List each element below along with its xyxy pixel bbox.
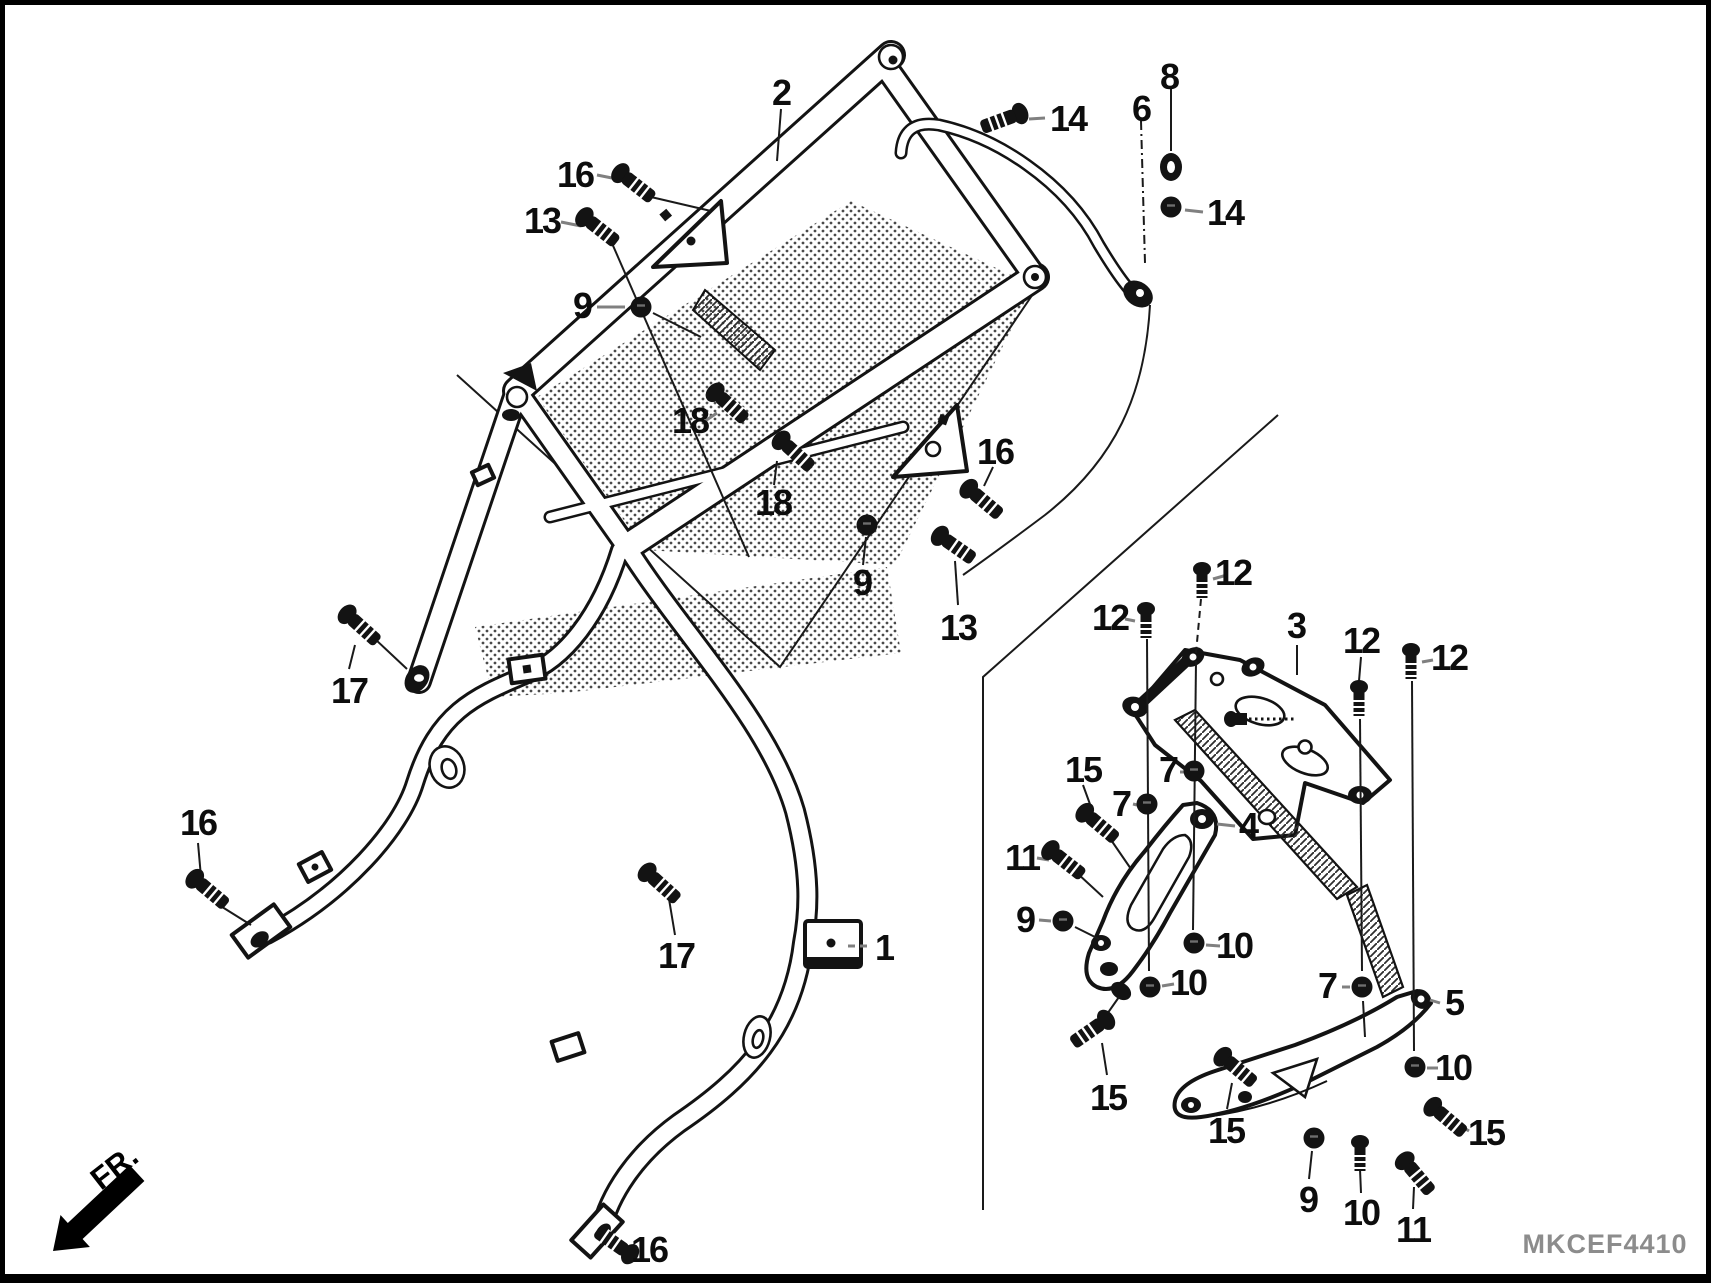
callout-9-d: 9	[1299, 1179, 1318, 1220]
fr-direction-arrow: FR.	[53, 1138, 145, 1251]
callout-15-a: 15	[1065, 749, 1103, 790]
nut-icon	[1182, 759, 1206, 783]
callout-14-b: 14	[1207, 192, 1245, 233]
callout-15-b: 15	[1090, 1077, 1128, 1118]
callout-14-a: 14	[1050, 98, 1088, 139]
callout-11-b: 11	[1396, 1209, 1432, 1250]
bolt-icon	[976, 99, 1033, 140]
callout-10-a: 10	[1216, 925, 1253, 966]
bracket-4-group	[1084, 801, 1219, 1001]
bolt-icon	[1389, 1146, 1441, 1201]
callout-7-b: 7	[1112, 783, 1131, 824]
bolt-icon	[632, 857, 687, 910]
nut-icon	[1135, 792, 1159, 816]
nut-icon	[1182, 931, 1206, 955]
callout-18-b: 18	[755, 482, 792, 523]
callout-9-a: 9	[573, 285, 592, 326]
callout-12-c: 12	[1343, 620, 1380, 661]
callout-15-c: 15	[1208, 1110, 1246, 1151]
callout-17-a: 17	[331, 670, 368, 711]
callout-6: 6	[1132, 88, 1151, 129]
callout-7-c: 7	[1318, 965, 1337, 1006]
view-separator-line	[982, 414, 1279, 1210]
callout-8: 8	[1160, 56, 1179, 97]
nut-icon	[1403, 1055, 1427, 1079]
callout-10-c: 10	[1435, 1047, 1472, 1088]
stud-bolt-icon	[1192, 561, 1212, 599]
bolt-icon	[954, 473, 1009, 525]
parts-diagram-canvas: 2 16 13 9 14 6 8 14 18 18 9 16 13 12 12 …	[53, 40, 1687, 1270]
bracket-5-group	[1172, 989, 1433, 1120]
callout-10-d: 10	[1343, 1192, 1380, 1233]
callout-13-a: 13	[524, 200, 561, 241]
bolt-icon	[180, 863, 235, 915]
callout-9-b: 9	[853, 562, 872, 603]
callout-12-d: 12	[1431, 637, 1468, 678]
stud-bolt-icon	[1401, 642, 1421, 680]
callout-16-b: 16	[977, 431, 1014, 472]
nut-icon	[1051, 909, 1075, 933]
callout-11-a: 11	[1005, 837, 1041, 878]
callout-labels: 2 16 13 9 14 6 8 14 18 18 9 16 13 12 12 …	[180, 56, 1508, 1270]
bolt-icon	[570, 202, 625, 253]
callout-3: 3	[1287, 605, 1306, 646]
stud-bolt-icon	[1350, 1134, 1370, 1172]
callout-9-c: 9	[1016, 899, 1035, 940]
callout-1: 1	[875, 927, 895, 968]
callout-4: 4	[1239, 805, 1259, 846]
callout-15-d: 15	[1468, 1112, 1506, 1153]
bracket-3-group	[1122, 647, 1405, 999]
bolt-icon	[606, 158, 661, 209]
callout-13-b: 13	[940, 607, 977, 648]
nut-icon	[1159, 195, 1183, 219]
stud-bolt-icon	[1136, 601, 1156, 639]
stud-bolt-icon	[1349, 679, 1369, 717]
leader-lines	[197, 87, 1415, 1210]
callout-17-b: 17	[658, 935, 695, 976]
callout-5: 5	[1445, 982, 1465, 1023]
callout-18-a: 18	[672, 400, 709, 441]
bolt-icon	[1065, 1005, 1121, 1054]
bolt-icon	[332, 599, 387, 652]
callout-2: 2	[772, 72, 791, 113]
nut-icon	[1350, 975, 1374, 999]
callout-7-a: 7	[1159, 749, 1178, 790]
frame-fittings	[229, 43, 1048, 1260]
hanger-strap	[894, 117, 1182, 576]
callout-12-a: 12	[1215, 552, 1252, 593]
callout-16-d: 16	[631, 1229, 668, 1270]
nut-icon	[1138, 975, 1162, 999]
callout-16-c: 16	[180, 802, 217, 843]
label-dashes	[560, 116, 1470, 1251]
callout-16-a: 16	[557, 154, 594, 195]
nut-icon	[1302, 1126, 1326, 1150]
callout-10-b: 10	[1170, 962, 1207, 1003]
part-code: MKCEF4410	[1522, 1229, 1687, 1259]
nut-icon	[855, 513, 879, 537]
callout-12-b: 12	[1092, 597, 1129, 638]
bolt-icon	[1418, 1091, 1473, 1143]
bolt-icon	[925, 521, 981, 570]
nut-icon	[629, 295, 653, 319]
